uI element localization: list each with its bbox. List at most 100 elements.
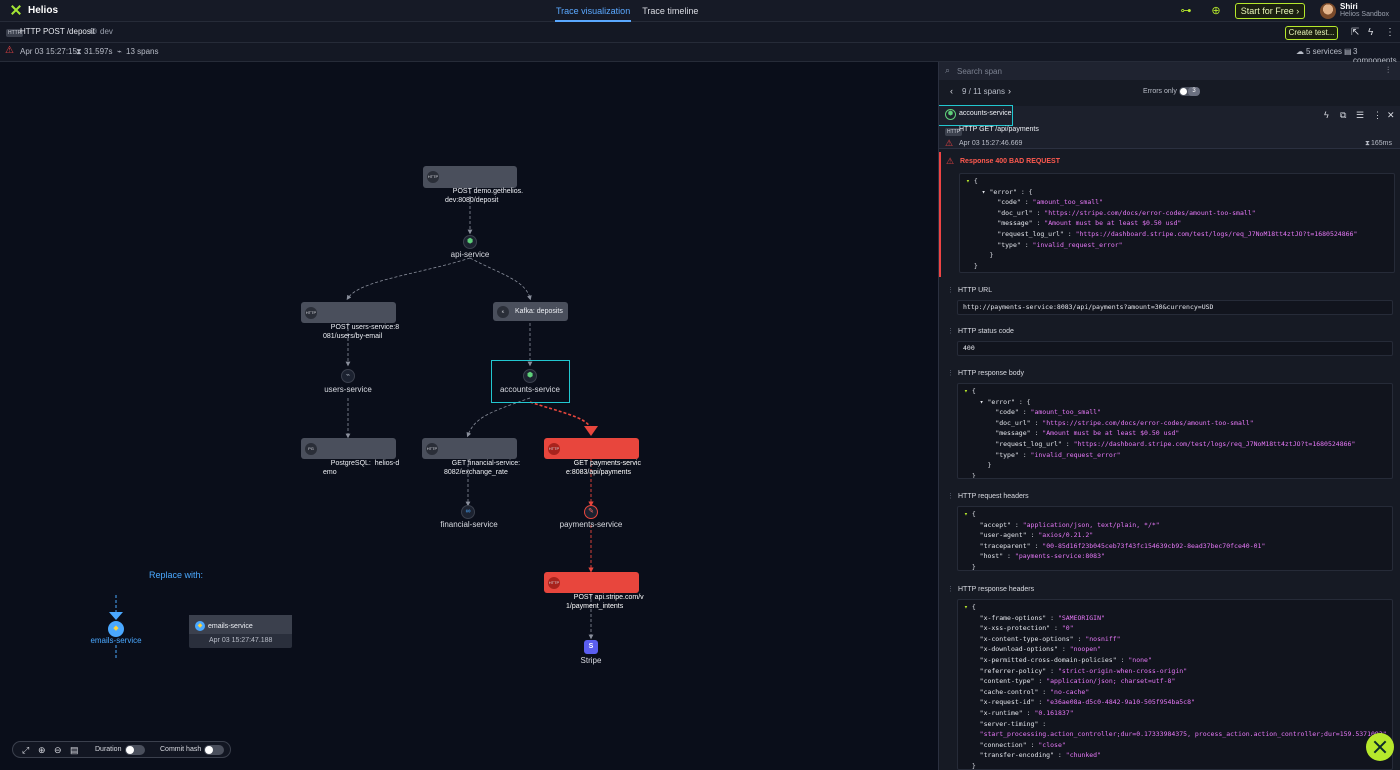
lightning-icon[interactable]: ϟ (1324, 110, 1329, 120)
errors-count-badge: 3 (1188, 87, 1200, 96)
share-icon[interactable]: ⇱ (1351, 27, 1360, 38)
response-body-json: ▾ { ▾ "error" : { "code" : "amount_too_s… (957, 383, 1393, 479)
span-duration: 165ms (1371, 140, 1393, 147)
zoom-in-icon[interactable]: ⊕ (38, 745, 46, 755)
zoom-search-icon[interactable]: ⊕ (1211, 5, 1221, 17)
node-get-financial[interactable]: HTTP GET financial-service: 8082/exchang… (422, 438, 520, 476)
duration-toggle[interactable] (125, 745, 145, 755)
http-status-value[interactable]: 400 (957, 341, 1393, 356)
span-pager: 9 / 11 spans (962, 87, 1005, 96)
service-financial-icon[interactable]: ∞ (461, 505, 475, 519)
cloud-icon: ☁ (1296, 47, 1304, 56)
error-arrowhead (584, 426, 598, 436)
spans-icon: ⌁ (117, 47, 122, 56)
http-icon: HTTP (548, 442, 560, 455)
warning-icon: ⚠ (5, 45, 14, 56)
node-kafka-deposits[interactable]: K Kafka: deposits (493, 302, 568, 321)
edge-api-users-call (346, 257, 471, 300)
search-icon: ⌕ (945, 65, 951, 75)
emails-card-title: emails-service (208, 623, 253, 630)
section-request-headers: HTTP request headers (958, 493, 1029, 500)
drag-handle-icon[interactable]: ⋮ (947, 370, 954, 377)
start-for-free-button[interactable]: Start for Free › (1235, 3, 1305, 19)
replace-with-label: Replace with: (149, 570, 204, 580)
environment-label: dev (100, 27, 113, 36)
tab-trace-visualization[interactable]: Trace visualization (555, 0, 632, 22)
stripe-icon[interactable]: S (584, 640, 598, 654)
close-icon[interactable]: ✕ (1387, 110, 1395, 120)
node-label: POST api.stripe.com/v 1/payment_intents (566, 594, 644, 610)
components-icon: ▤ (1344, 47, 1352, 56)
search-row: ⌕ ⫶ (939, 62, 1400, 80)
copy-icon[interactable]: ⧉ (1340, 110, 1347, 120)
export-icon[interactable]: ▤ (70, 745, 79, 755)
zoom-out-icon[interactable]: ⊖ (54, 745, 62, 755)
node-label: POST demo.gethelios. dev:8080/deposit (445, 188, 524, 204)
user-org: Helios Sandbox (1340, 11, 1390, 18)
more-options-icon[interactable]: ⋮ (1385, 27, 1395, 38)
graph-edges (109, 186, 598, 658)
edge-accounts-payments-call (529, 401, 591, 428)
warning-icon: ⚠ (945, 138, 954, 148)
emails-card-time: Apr 03 15:27:47.188 (209, 637, 273, 644)
node-post-deposit[interactable]: HTTP POST demo.gethelios. dev:8080/depos… (423, 166, 523, 204)
tab-trace-timeline[interactable]: Trace timeline (642, 6, 699, 16)
emails-arrowhead (109, 612, 123, 620)
service-users-icon[interactable]: ⌁ (341, 369, 355, 383)
canvas-toolbar: ⤢ ⊕ ⊖ ▤ Duration Commit hash (12, 741, 231, 758)
kafka-icon: K (497, 305, 509, 318)
integrations-icon[interactable]: ⊶ (1180, 5, 1192, 17)
next-span-icon[interactable]: › (1008, 86, 1011, 96)
service-api-label: api-service (450, 250, 490, 259)
trace-graph-canvas[interactable]: HTTP POST demo.gethelios. dev:8080/depos… (0, 62, 938, 770)
section-http-status: HTTP status code (958, 328, 1014, 335)
node-label: POST users-service:8 081/users/by-email (323, 324, 400, 340)
app-name: Helios (28, 4, 59, 16)
lightning-icon[interactable]: ϟ (1368, 27, 1374, 38)
helios-assistant-button[interactable] (1366, 733, 1394, 761)
drag-handle-icon[interactable]: ⋮ (947, 586, 954, 593)
service-icon: ⬢ (945, 109, 956, 120)
more-options-icon[interactable]: ⋮ (1373, 110, 1382, 120)
response-error-block: ⚠ Response 400 BAD REQUEST ▾ { ▾ "error"… (939, 152, 1400, 277)
edge-api-kafka (469, 257, 532, 301)
avatar[interactable] (1320, 3, 1336, 19)
fit-screen-icon[interactable]: ⤢ (22, 745, 30, 755)
helios-logo-icon (10, 4, 22, 16)
app-logo[interactable]: Helios (10, 4, 58, 16)
service-payments-icon[interactable]: ✎ (584, 505, 598, 519)
emails-service-card[interactable] (189, 615, 292, 648)
hourglass-icon: ⧗ (76, 47, 82, 56)
service-api-icon[interactable]: ⬢ (463, 235, 477, 249)
python-icon[interactable]: ◆ (108, 621, 124, 637)
layers-icon[interactable]: ☰ (1356, 110, 1365, 120)
selected-node-highlight (491, 360, 570, 403)
drag-handle-icon[interactable]: ⋮ (947, 328, 954, 335)
service-accounts-icon[interactable]: ⬢ (523, 369, 537, 383)
commit-hash-toggle[interactable] (204, 745, 224, 755)
section-response-headers: HTTP response headers (958, 586, 1035, 593)
service-users-label: users-service (324, 385, 372, 394)
create-test-button[interactable]: Create test... (1285, 26, 1338, 40)
previous-span-icon[interactable]: ‹ (950, 86, 953, 96)
http-url-value[interactable]: http://payments-service:8083/api/payment… (957, 300, 1393, 315)
node-post-users[interactable]: HTTP POST users-service:8 081/users/by-e… (301, 302, 399, 340)
drag-handle-icon[interactable]: ⋮ (947, 287, 954, 294)
user-name: Shiri (1340, 2, 1358, 11)
filter-icon[interactable]: ⫶ (1387, 65, 1390, 75)
node-postgres[interactable]: PG PostgreSQL: helios-d emo (301, 438, 399, 476)
span-service-name[interactable]: accounts-service (959, 110, 1012, 117)
node-label: Kafka: deposits (515, 308, 563, 315)
node-post-stripe[interactable]: HTTP POST api.stripe.com/v 1/payment_int… (544, 572, 644, 610)
node-label: GET payments-servic e:8083/api/payments (566, 460, 641, 476)
request-headers-json: ▾ { "accept" : "application/json, text/p… (957, 506, 1393, 571)
service-payments-label: payments-service (559, 520, 623, 529)
edge-accounts-financial (466, 397, 531, 438)
span-timestamp: Apr 03 15:27:46.669 (959, 140, 1023, 147)
emails-service-label: emails-service (90, 636, 142, 645)
node-get-payments[interactable]: HTTP GET payments-servic e:8083/api/paym… (544, 438, 641, 476)
drag-handle-icon[interactable]: ⋮ (947, 493, 954, 500)
trace-duration: 31.597s (84, 47, 113, 56)
search-input[interactable] (957, 65, 1357, 77)
http-icon: HTTP (305, 306, 317, 319)
